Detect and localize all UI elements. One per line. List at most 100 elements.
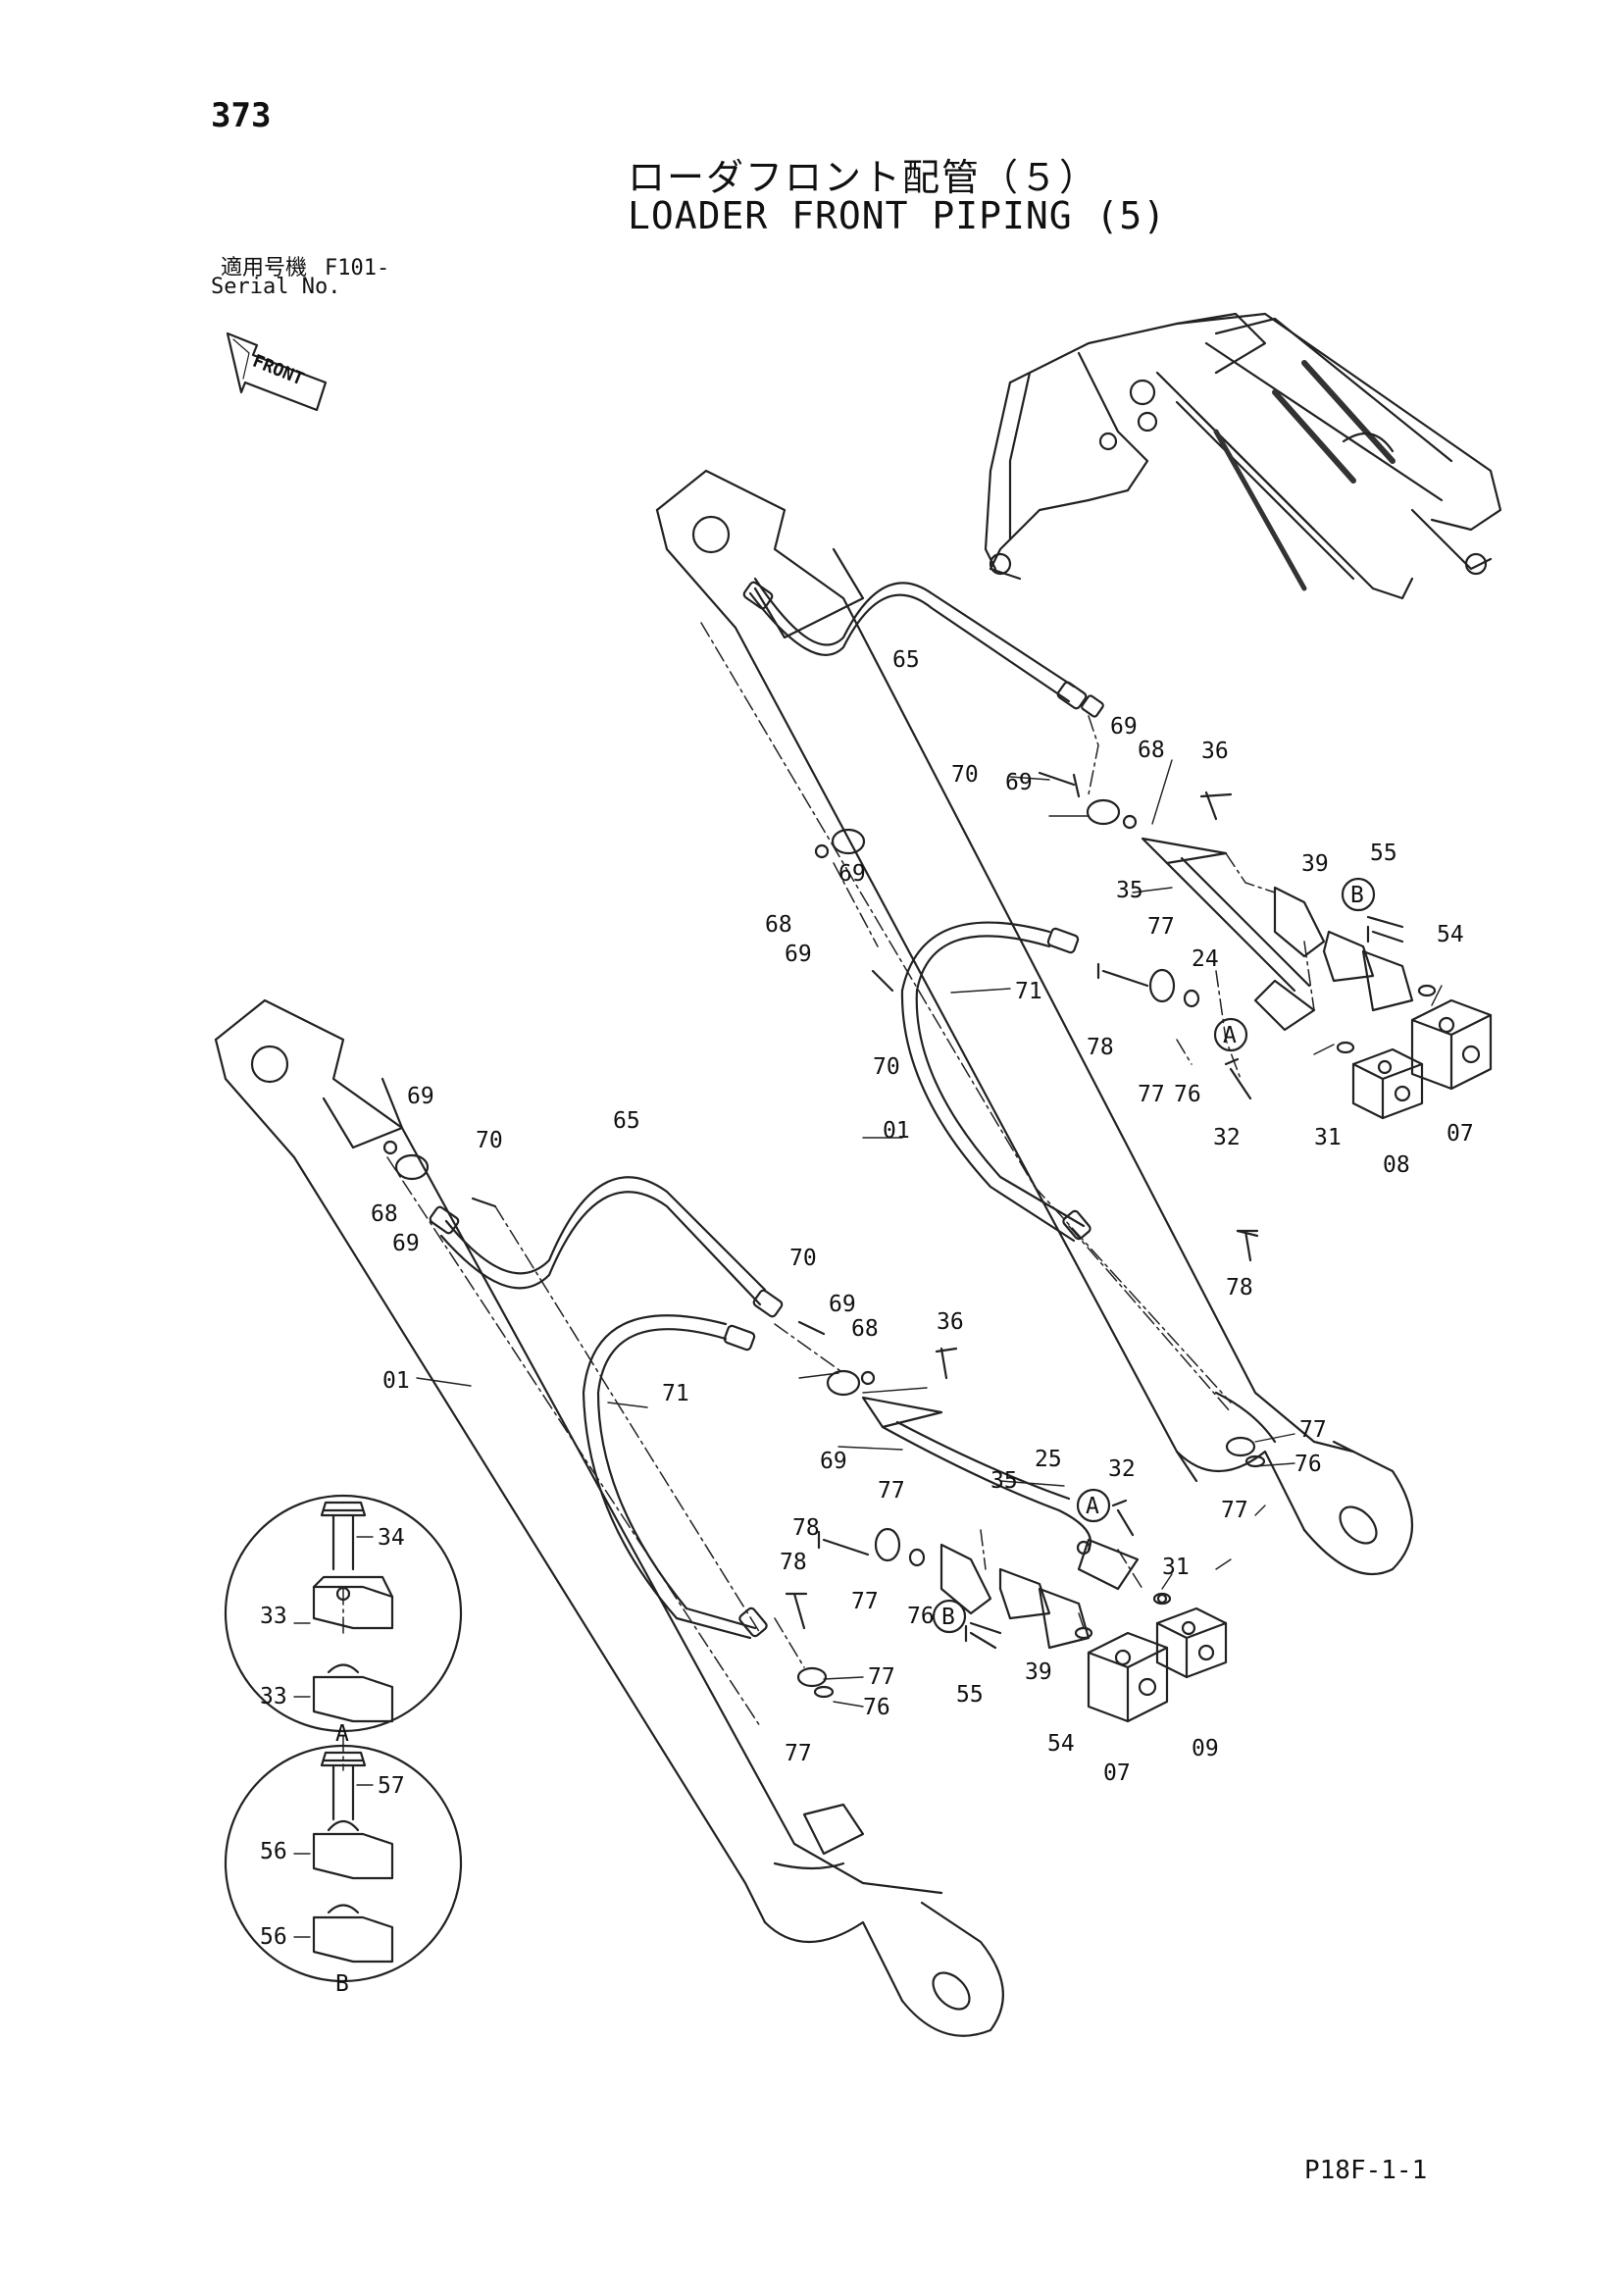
- callout-55: 55: [1370, 841, 1397, 866]
- hose-65-upper: [748, 591, 1071, 703]
- callout-69: 69: [1005, 770, 1033, 795]
- callout-69: 69: [785, 942, 812, 967]
- callout-24: 24: [1192, 946, 1219, 972]
- serial-label-jp-text: 適用号機: [221, 256, 308, 281]
- callout-31: 31: [1162, 1555, 1190, 1580]
- callout-69: 69: [820, 1449, 847, 1474]
- serial-label-japanese: 適用号機 F101-: [221, 250, 389, 281]
- callout-56: 56: [260, 1839, 287, 1864]
- page-code: P18F-1-1: [1304, 2156, 1428, 2185]
- callout-57: 57: [378, 1773, 405, 1799]
- callout-78: 78: [780, 1550, 807, 1575]
- serial-value: F101-: [325, 256, 390, 281]
- callout-56: 56: [260, 1924, 287, 1950]
- callout-65: 65: [613, 1108, 640, 1134]
- valve-blocks: [1074, 984, 1493, 1723]
- detail-label-b: B: [335, 1971, 349, 1997]
- page-title-english: LOADER FRONT PIPING (5): [628, 194, 1167, 237]
- callout-31: 31: [1314, 1125, 1342, 1150]
- callout-78: 78: [1087, 1035, 1114, 1060]
- callout-01: 01: [382, 1368, 410, 1394]
- loader-front-illustration: [984, 312, 1502, 600]
- callout-77: 77: [868, 1664, 895, 1690]
- callout-08: 08: [1383, 1152, 1410, 1178]
- callout-65: 65: [892, 647, 920, 673]
- detail-view-b: [224, 1744, 463, 1983]
- callout-35: 35: [1116, 878, 1143, 903]
- detail-label-a: A: [335, 1721, 349, 1747]
- marker-a-circle-upper: [1213, 1017, 1248, 1052]
- front-arrow-icon: [226, 332, 328, 412]
- callout-39: 39: [1025, 1659, 1052, 1685]
- marker-a-circle-lower: [1076, 1488, 1111, 1523]
- callout-34: 34: [378, 1525, 405, 1551]
- callout-07: 07: [1103, 1760, 1131, 1786]
- callout-71: 71: [662, 1381, 689, 1406]
- detail-view-a: [224, 1494, 463, 1733]
- callout-07: 07: [1446, 1121, 1474, 1147]
- callout-69: 69: [829, 1292, 856, 1317]
- callout-39: 39: [1301, 851, 1329, 877]
- page-title-japanese: ローダフロント配管（５）: [628, 156, 1099, 199]
- marker-a-lower: A: [1086, 1494, 1099, 1519]
- callout-70: 70: [476, 1128, 503, 1153]
- hose-65-lower-edge: [444, 1176, 767, 1292]
- callout-77: 77: [1147, 914, 1175, 940]
- marker-b-lower: B: [941, 1605, 955, 1630]
- hose-71-lower: [596, 1328, 757, 1630]
- callout-77: 77: [1138, 1082, 1165, 1107]
- serial-label-english: Serial No.: [211, 275, 341, 299]
- callout-77: 77: [1299, 1417, 1327, 1443]
- callout-69: 69: [407, 1084, 434, 1109]
- callout-77: 77: [851, 1589, 879, 1614]
- callout-68: 68: [851, 1316, 879, 1342]
- hose-71-upper: [915, 935, 1086, 1228]
- callout-32: 32: [1213, 1125, 1241, 1150]
- callout-70: 70: [789, 1246, 817, 1271]
- callout-77: 77: [1221, 1498, 1248, 1523]
- callout-77: 77: [785, 1741, 812, 1766]
- callout-76: 76: [863, 1695, 890, 1720]
- hose-71-upper-edge: [900, 921, 1076, 1243]
- callout-68: 68: [1138, 738, 1165, 763]
- callout-55: 55: [956, 1682, 984, 1708]
- callout-76: 76: [1174, 1082, 1201, 1107]
- marker-b-circle-upper: [1341, 877, 1376, 912]
- callout-77: 77: [878, 1478, 905, 1504]
- callout-76: 76: [1294, 1452, 1322, 1477]
- callout-54: 54: [1437, 922, 1464, 947]
- pipe-assemblies: [861, 791, 1414, 1650]
- bolts: [785, 925, 1404, 1699]
- callout-69: 69: [1110, 714, 1138, 740]
- callout-54: 54: [1047, 1731, 1075, 1757]
- callout-09: 09: [1192, 1736, 1219, 1761]
- callout-36: 36: [937, 1309, 964, 1335]
- callout-76: 76: [907, 1604, 935, 1629]
- callout-78: 78: [1226, 1275, 1253, 1301]
- callout-35: 35: [990, 1468, 1018, 1494]
- marker-b-upper: B: [1350, 883, 1364, 908]
- callout-68: 68: [371, 1201, 398, 1227]
- callout-70: 70: [873, 1054, 900, 1080]
- hose-65-upper-edge: [753, 577, 1076, 689]
- callout-68: 68: [765, 912, 792, 938]
- callout-25: 25: [1035, 1447, 1062, 1472]
- callout-69: 69: [838, 861, 866, 887]
- callout-70: 70: [951, 762, 979, 788]
- fittings: [429, 581, 1104, 1638]
- cylinder-right: [655, 469, 1413, 1576]
- front-arrow-label: FRONT: [250, 351, 307, 390]
- callout-36: 36: [1201, 739, 1229, 764]
- hose-71-lower-edge: [582, 1314, 752, 1640]
- page-number: 373: [211, 96, 272, 135]
- callout-69: 69: [392, 1231, 420, 1256]
- callout-71: 71: [1015, 979, 1042, 1004]
- callout-33: 33: [260, 1684, 287, 1709]
- leader-lines: [293, 759, 1443, 1938]
- callout-01: 01: [883, 1118, 910, 1144]
- callout-33: 33: [260, 1604, 287, 1629]
- callout-32: 32: [1108, 1456, 1136, 1482]
- marker-a-upper: A: [1223, 1023, 1237, 1048]
- flange-parts: [382, 771, 1138, 1397]
